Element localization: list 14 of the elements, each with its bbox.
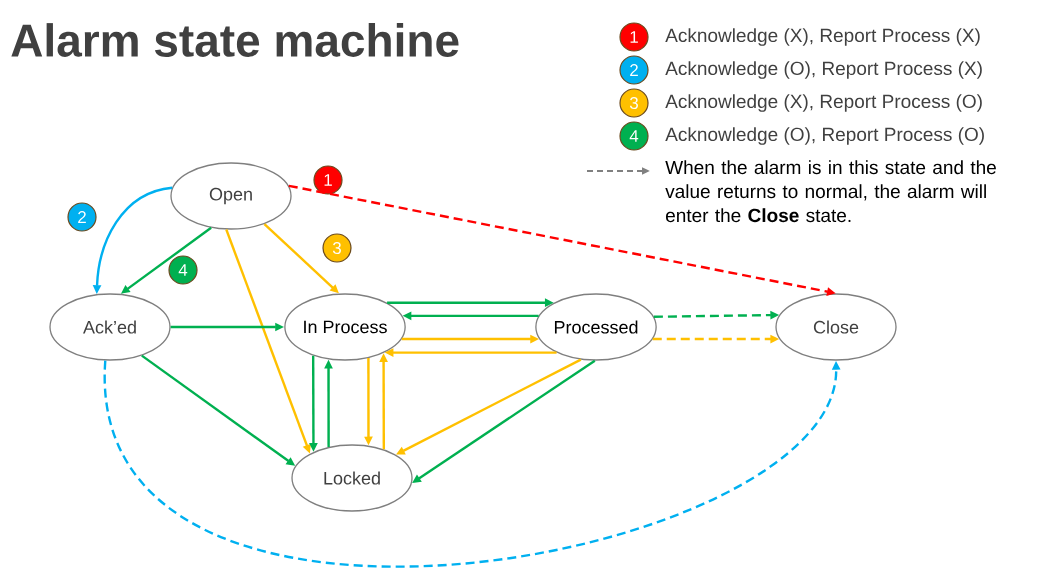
legend-badge: 3 [619, 88, 649, 118]
legend-text: Acknowledge (O), Report Process (X) [665, 61, 982, 79]
legend-text: Acknowledge (O), Report Process (O) [665, 127, 984, 145]
legend-text: Acknowledge (X), Report Process (O) [665, 94, 982, 112]
legend-badge: 1 [619, 22, 649, 52]
number-badge: 3 [322, 233, 352, 263]
legend-badge: 2 [619, 55, 649, 85]
legend-badge: 4 [619, 121, 649, 151]
number-badge: 4 [168, 255, 198, 285]
title: Alarm state machine [11, 23, 459, 57]
legend-text: When the alarm is in this state and the value returns to normal, the alarm will enter the Close state. [665, 160, 996, 223]
number-badge: 1 [313, 165, 343, 195]
number-badge: 2 [67, 202, 97, 232]
legend-text: Acknowledge (X), Report Process (X) [665, 28, 980, 46]
